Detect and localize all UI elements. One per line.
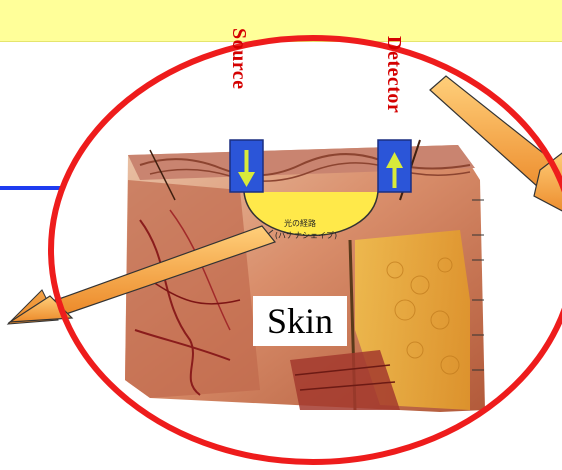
photo-caption-line1: 光の経路 [284, 218, 316, 228]
skin-illustration [125, 140, 485, 412]
skin-label: Skin [253, 296, 347, 346]
detector-label: Detector [384, 36, 404, 113]
source-label: Source [229, 28, 249, 90]
photo-caption-line2: (バナナシェイプ) [275, 231, 337, 240]
detector-probe [378, 140, 411, 192]
source-probe [230, 140, 263, 192]
